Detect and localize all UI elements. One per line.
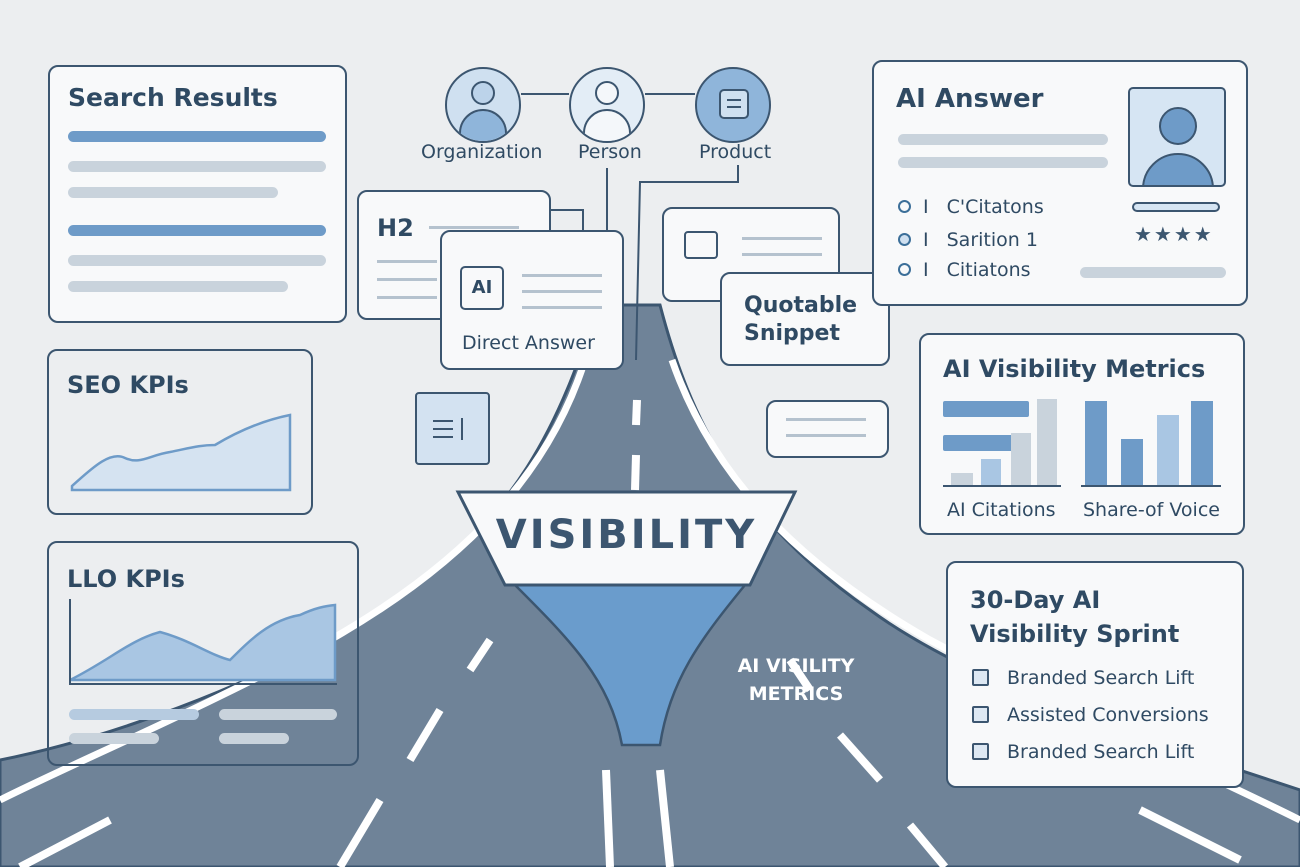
star-rating: ★★★★	[1134, 222, 1214, 246]
kpi-bar	[219, 709, 337, 720]
rating-bar	[1132, 202, 1220, 212]
direct-answer-label: Direct Answer	[462, 332, 595, 354]
checkbox[interactable]	[972, 669, 989, 686]
seo-kpis-title: SEO KPIs	[67, 371, 189, 399]
person-icon[interactable]	[569, 67, 645, 143]
checkbox[interactable]	[972, 706, 989, 723]
result-bar	[68, 131, 326, 142]
llo-kpis-title: LLO KPIs	[67, 565, 185, 593]
entity-label: Product	[699, 141, 772, 163]
llo-chart-area	[69, 603, 337, 682]
result-bar	[68, 281, 288, 292]
chart-axis	[69, 683, 337, 685]
result-bar	[68, 225, 326, 236]
search-results-card: Search Results	[48, 65, 347, 323]
kpi-bar	[219, 733, 289, 744]
snippet-card	[766, 400, 889, 458]
sprint-title-line: 30-Day AI	[970, 586, 1101, 614]
text-align-icon	[415, 392, 490, 465]
seo-kpis-card: SEO KPIs	[47, 349, 313, 515]
organization-icon[interactable]	[445, 67, 521, 143]
quotable-snippet-label: Quotable Snippet	[744, 293, 858, 346]
sprint-title: 30-Day AI Visibility Sprint	[970, 583, 1179, 651]
product-icon[interactable]	[695, 67, 771, 143]
result-bar	[68, 187, 278, 198]
answer-bar	[898, 157, 1108, 168]
result-bar	[68, 255, 326, 266]
kpi-bar	[69, 733, 159, 744]
result-bar	[68, 161, 326, 172]
sprint-checklist-item[interactable]: Assisted Conversions	[972, 704, 1209, 726]
sprint-title-line: Visibility Sprint	[970, 620, 1180, 648]
kpi-bar	[69, 709, 199, 720]
metric-label: AI Citations	[947, 499, 1056, 521]
road-label-line: METRICS	[748, 683, 844, 705]
h2-heading: H2	[377, 214, 414, 242]
lane-dashes	[18, 399, 1242, 867]
ai-badge: AI	[460, 266, 504, 310]
funnel	[511, 583, 748, 747]
ai-metrics-title: AI Visibility Metrics	[943, 355, 1206, 383]
entity-label: Person	[578, 141, 642, 163]
seo-chart-area	[70, 413, 292, 492]
chart-axis	[69, 599, 71, 683]
sprint-checklist-item[interactable]: Branded Search Lift	[972, 667, 1194, 689]
entity-label: Organization	[421, 141, 543, 163]
metric-label: Share-of Voice	[1083, 499, 1220, 521]
road-label: AI VISILITY METRICS	[716, 652, 876, 708]
direct-answer-card: AI Direct Answer	[440, 230, 624, 370]
quotable-snippet-card: Quotable Snippet	[720, 272, 890, 366]
avatar	[1128, 87, 1226, 187]
sprint-card: 30-Day AI Visibility Sprint Branded Sear…	[946, 561, 1244, 788]
connector-lines	[521, 93, 739, 361]
sprint-checklist-item[interactable]: Branded Search Lift	[972, 741, 1194, 763]
checkbox[interactable]	[972, 743, 989, 760]
ai-answer-title: AI Answer	[896, 84, 1044, 114]
speech-bubble-icon	[684, 231, 718, 259]
search-results-title: Search Results	[68, 83, 278, 112]
llo-kpis-card: LLO KPIs	[47, 541, 359, 766]
answer-bar	[1080, 267, 1226, 278]
funnel-top	[455, 490, 798, 587]
funnel-label: VISIBILITY	[495, 512, 758, 558]
road-label-line: AI VISILITY	[737, 655, 855, 677]
answer-bar	[898, 134, 1108, 145]
ai-visibility-metrics-card: AI Visibility Metrics AI Citations Share…	[919, 333, 1245, 535]
